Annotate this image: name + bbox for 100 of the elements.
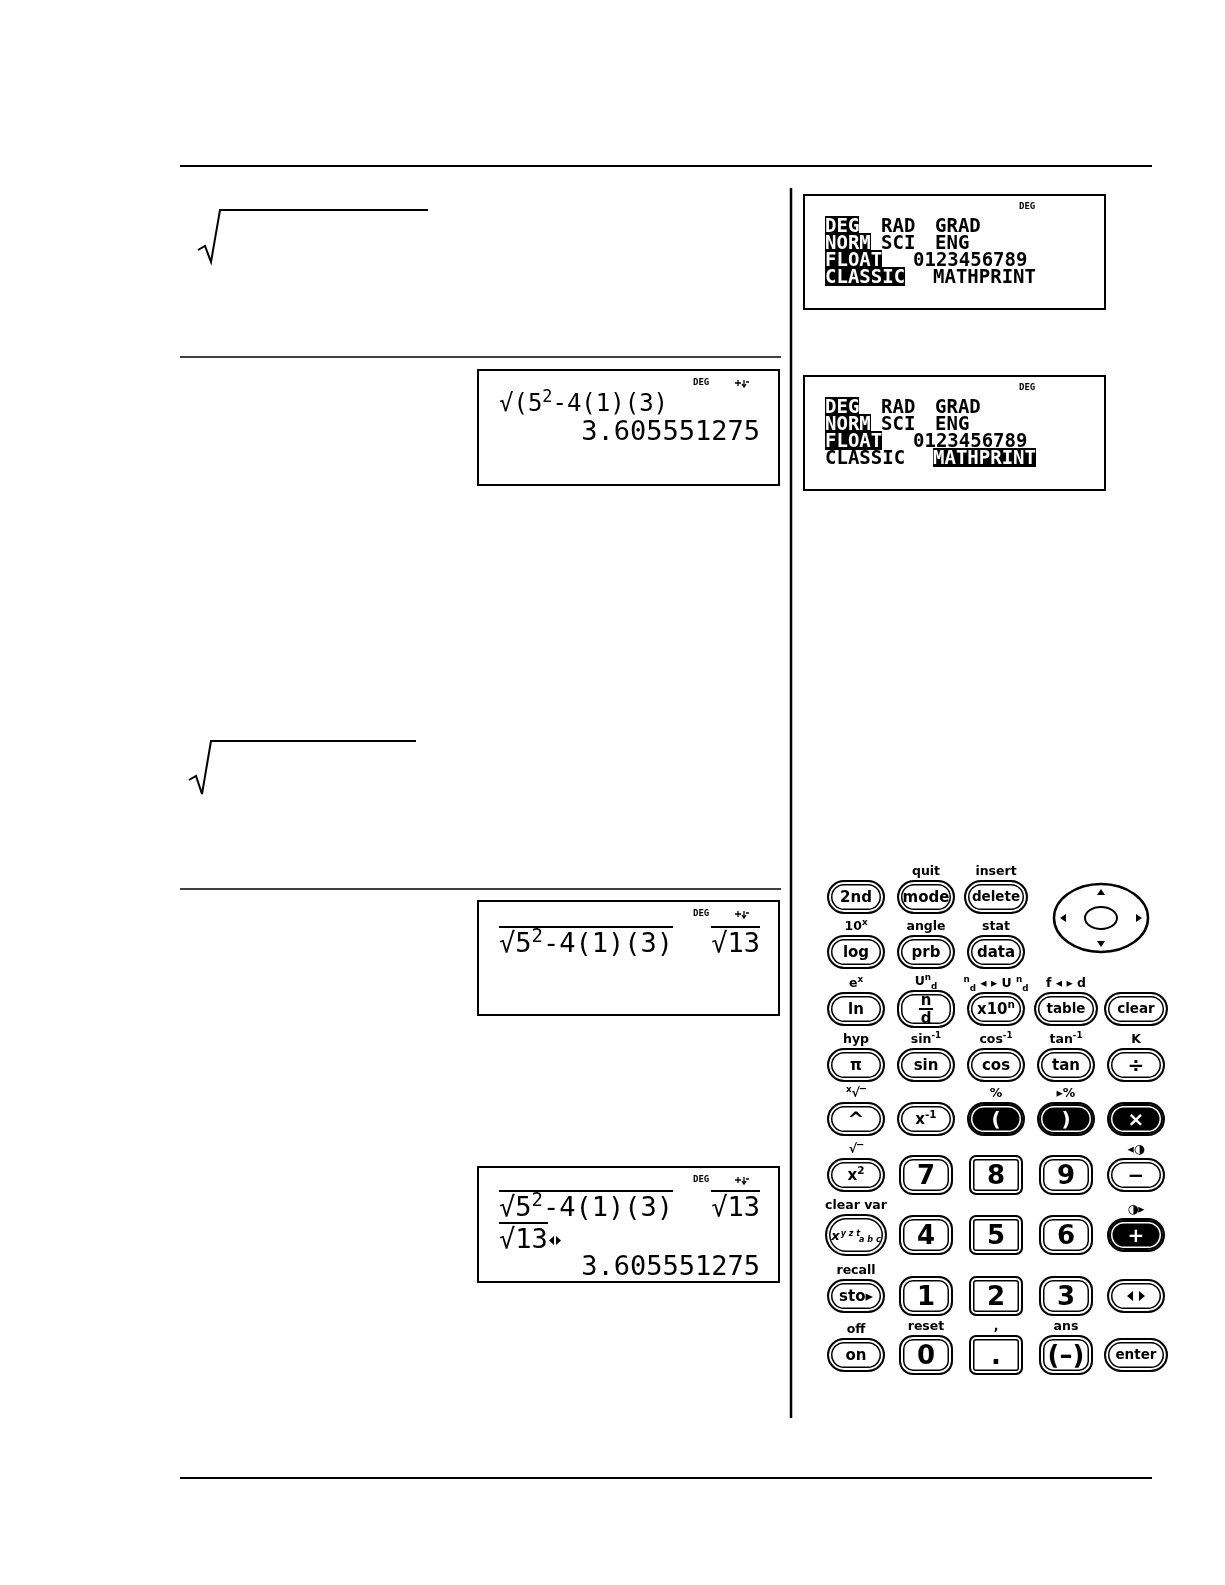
screen-text: √5$^{2}$-4(1)(3) xyxy=(499,1190,673,1220)
screen-text: SCI xyxy=(881,414,916,433)
calculator-key: ( xyxy=(967,1102,1025,1136)
second-function-label: stat xyxy=(982,920,1010,933)
screen-text: 0123456789 xyxy=(913,250,1028,269)
calculator-key: n d xyxy=(897,990,955,1028)
calculator-key: 2nd xyxy=(827,880,885,914)
number-key: 2 xyxy=(969,1276,1023,1316)
screen-text: √13 xyxy=(711,926,760,956)
screen-text: √13 xyxy=(711,1190,760,1220)
screen-text: GRAD xyxy=(935,216,981,235)
calculator-key: table xyxy=(1034,992,1098,1026)
second-function-label: sin$^{-1}$ xyxy=(910,1033,942,1046)
second-function-label: ◂◑ xyxy=(1127,1143,1145,1156)
mode-indicator: DEG xyxy=(693,378,710,387)
calculator-key: − xyxy=(1107,1158,1165,1192)
calculator-key: ) xyxy=(1037,1102,1095,1136)
second-function-label: angle xyxy=(906,920,946,933)
number-key: 1 xyxy=(899,1276,953,1316)
screen-text: DEG xyxy=(825,397,860,416)
second-function-label: e$^{x}$ xyxy=(848,977,864,990)
number-key: 6 xyxy=(1039,1215,1093,1255)
mode-indicator: DEG xyxy=(693,1175,710,1184)
calculator-screen xyxy=(477,900,780,1016)
calculator-key: tan xyxy=(1037,1048,1095,1082)
second-function-label: % xyxy=(989,1087,1003,1100)
screen-text: MATHPRINT xyxy=(933,267,1036,286)
calculator-screen xyxy=(477,1166,780,1283)
second-function-label: reset xyxy=(907,1320,945,1333)
screen-text: CLASSIC xyxy=(825,448,906,467)
screen-text: SCI xyxy=(881,233,916,252)
second-function-label: f ◂ ▸ d xyxy=(1046,977,1086,990)
second-function-label: off xyxy=(846,1323,866,1336)
screen-text: √(5$^{2}$-4(1)(3) xyxy=(499,391,669,415)
number-key: 8 xyxy=(969,1155,1023,1195)
second-function-label: $^{x}$√‾ xyxy=(845,1087,867,1100)
second-function-label: recall xyxy=(836,1264,876,1277)
mode-indicator: DEG xyxy=(1019,383,1036,392)
second-function-label: clear var xyxy=(825,1199,887,1212)
second-function-label: insert xyxy=(975,865,1017,878)
calculator-key: data xyxy=(967,935,1025,969)
calculator-key: sto▸ xyxy=(827,1279,885,1313)
direction-pad xyxy=(1052,882,1150,954)
number-key: 3 xyxy=(1039,1276,1093,1316)
second-function-label: ▸% xyxy=(1056,1087,1076,1100)
screen-text: √13 xyxy=(499,1222,548,1252)
second-function-label: ans xyxy=(1053,1320,1079,1333)
calculator-key: enter xyxy=(1104,1338,1168,1372)
calculator-key: sin xyxy=(897,1048,955,1082)
calculator-key: cos xyxy=(967,1048,1025,1082)
calculator-key: × xyxy=(1107,1102,1165,1136)
screen-text: RAD xyxy=(881,397,916,416)
mode-indicator: DEG xyxy=(1019,202,1036,211)
screen-text: CLASSIC xyxy=(825,267,906,286)
calculator-key: x10$^{n}$ xyxy=(967,992,1025,1026)
number-key: 9 xyxy=(1039,1155,1093,1195)
second-function-label: quit xyxy=(911,865,941,878)
screen-text: 3.605551275 xyxy=(581,417,760,444)
second-function-label: √‾ xyxy=(848,1143,864,1156)
mode-indicator: DEG xyxy=(693,909,710,918)
second-function-label: hyp xyxy=(843,1033,869,1046)
calculator-key: delete xyxy=(964,880,1028,914)
calculator-key: prb xyxy=(897,935,955,969)
screen-text: ENG xyxy=(935,233,970,252)
number-key: 7 xyxy=(899,1155,953,1195)
calculator-key: on xyxy=(827,1338,885,1372)
screen-text: MATHPRINT xyxy=(933,448,1036,467)
calculator-screen xyxy=(803,375,1106,491)
number-key: 5 xyxy=(969,1215,1023,1255)
second-function-label: 10$^{x}$ xyxy=(844,920,868,933)
number-key: 0 xyxy=(899,1335,953,1375)
screen-text: 3.605551275 xyxy=(581,1252,760,1279)
screen-text: 0123456789 xyxy=(913,431,1028,450)
number-key: 4 xyxy=(899,1215,953,1255)
calculator-key: π xyxy=(827,1048,885,1082)
second-function-label: cos$^{-1}$ xyxy=(979,1033,1013,1046)
number-key: . xyxy=(969,1335,1023,1375)
screen-text: GRAD xyxy=(935,397,981,416)
screen-text: ENG xyxy=(935,414,970,433)
screen-text: FLOAT xyxy=(825,431,883,450)
calculator-key: log xyxy=(827,935,885,969)
calculator-key: ln xyxy=(827,992,885,1026)
calculator-key: + xyxy=(1107,1218,1165,1252)
calculator-screen xyxy=(477,369,780,486)
calculator-key: x$^{2}$ xyxy=(827,1158,885,1192)
screen-text: √5$^{2}$-4(1)(3) xyxy=(499,926,673,956)
calculator-screen xyxy=(803,194,1106,310)
calculator-key: ÷ xyxy=(1107,1048,1165,1082)
screen-text: DEG xyxy=(825,216,860,235)
second-function-label: tan$^{-1}$ xyxy=(1049,1033,1083,1046)
second-function-label: , xyxy=(993,1320,999,1333)
screen-text: RAD xyxy=(881,216,916,235)
second-function-label: K xyxy=(1131,1033,1141,1046)
calculator-key: x$^{-1}$ xyxy=(897,1102,955,1136)
number-key: (–) xyxy=(1039,1335,1093,1375)
calculator-key: mode xyxy=(897,880,955,914)
second-function-label: ◑▸ xyxy=(1127,1203,1145,1216)
calculator-key: ^ xyxy=(827,1102,885,1136)
arrow-key xyxy=(1107,1279,1165,1313)
calculator-key: clear xyxy=(1104,992,1168,1026)
